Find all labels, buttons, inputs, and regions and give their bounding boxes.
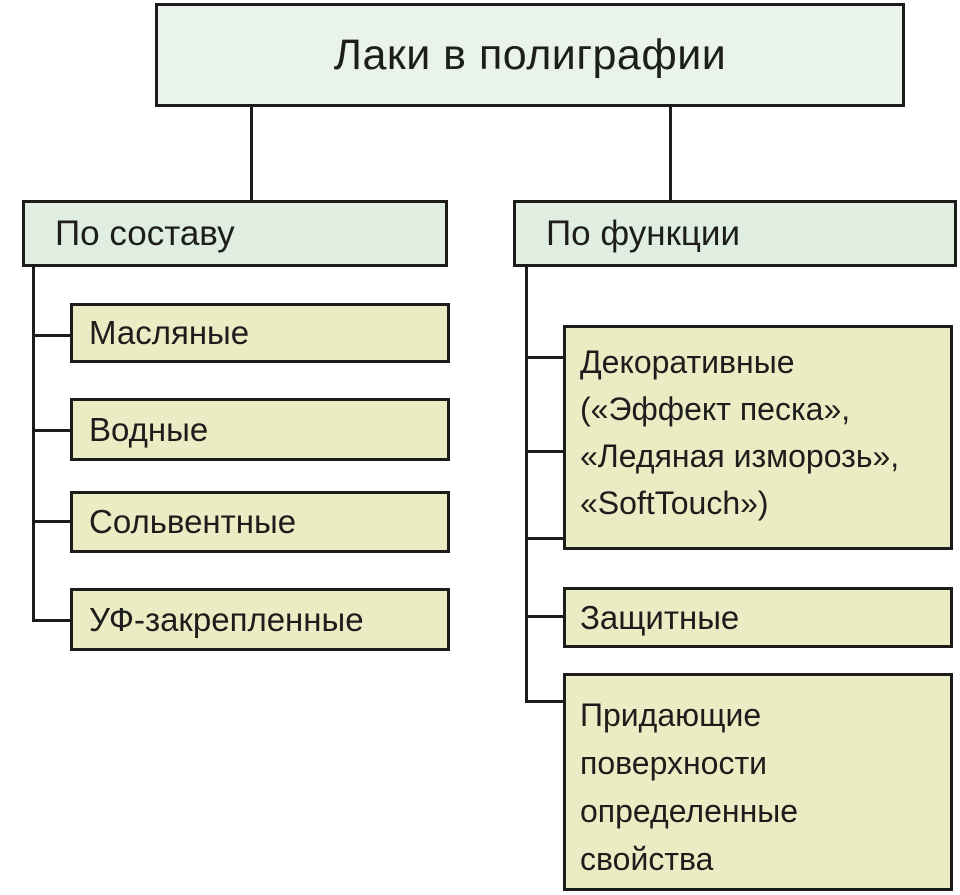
- root-node-laki-v-poligrafii: Лаки в полиграфии: [155, 3, 905, 107]
- leaf-node-pridayushchie: Придающие поверхности определенные свойс…: [563, 673, 953, 891]
- leaf-node-uf-zakreplennye: УФ-закрепленные: [70, 588, 450, 651]
- leaf-dekorativnye-label: Декоративные («Эффект песка», «Ледяная и…: [580, 344, 900, 521]
- trunk-function: [525, 267, 528, 703]
- leaf-vodnye-label: Водные: [89, 410, 209, 448]
- leaf-maslyanye-label: Масляные: [89, 314, 250, 351]
- leaf-solventnye-label: Сольвентные: [89, 503, 297, 540]
- leaf-node-zashchitnye: Защитные: [563, 587, 953, 648]
- stub-dekorativnye-1: [525, 356, 563, 359]
- stub-pridayushchie: [525, 700, 563, 703]
- stub-zashchitnye: [525, 615, 563, 618]
- root-node-label: Лаки в полиграфии: [333, 30, 727, 79]
- stub-uf-zakreplennye: [32, 619, 70, 622]
- leaf-node-maslyanye: Масляные: [70, 303, 450, 363]
- stub-vodnye: [32, 429, 70, 432]
- category-function-label: По функции: [546, 213, 741, 253]
- stub-solventnye: [32, 520, 70, 523]
- leaf-node-dekorativnye: Декоративные («Эффект песка», «Ледяная и…: [563, 325, 953, 550]
- stub-dekorativnye-3: [525, 537, 563, 540]
- leaf-node-vodnye: Водные: [70, 398, 450, 461]
- connector-root-to-composition: [250, 107, 253, 200]
- category-node-function: По функции: [513, 200, 957, 267]
- leaf-node-solventnye: Сольвентные: [70, 491, 450, 553]
- category-node-composition: По составу: [22, 200, 448, 267]
- connector-root-to-function: [669, 107, 672, 200]
- stub-maslyanye: [32, 334, 70, 337]
- trunk-composition: [32, 267, 35, 622]
- leaf-pridayushchie-label: Придающие поверхности определенные свойс…: [580, 697, 799, 877]
- category-composition-label: По составу: [55, 213, 235, 253]
- stub-dekorativnye-2: [525, 450, 563, 453]
- leaf-uf-zakreplennye-label: УФ-закрепленные: [89, 600, 364, 638]
- leaf-zashchitnye-label: Защитные: [580, 598, 740, 636]
